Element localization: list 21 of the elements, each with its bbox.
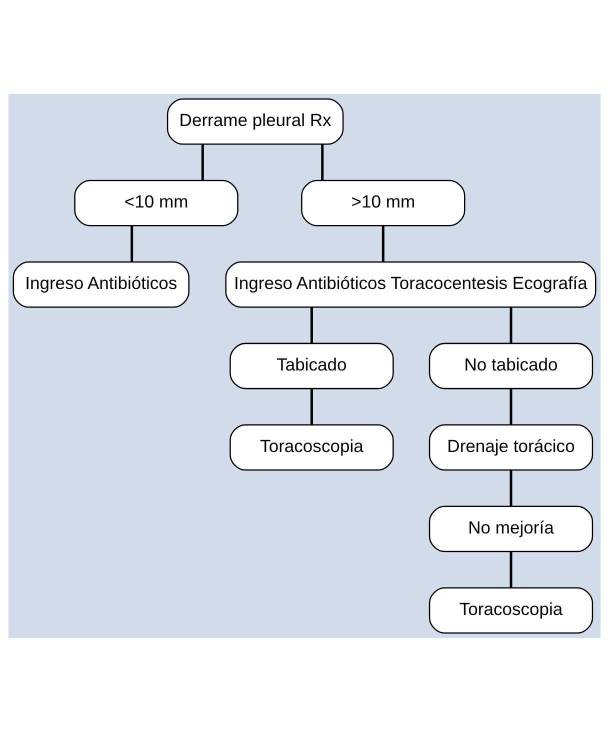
node-box: No tabicado — [428, 342, 594, 389]
node-box: Ingreso Antibióticos — [12, 260, 190, 308]
node-box: Derrame pleural Rx — [166, 98, 344, 144]
connector — [310, 388, 313, 424]
connector — [130, 225, 134, 262]
node-box: Tabicado — [230, 342, 394, 389]
connector — [310, 306, 313, 343]
node-box: No mejoría — [428, 505, 594, 552]
connector — [321, 144, 324, 180]
node-box: Drenaje torácico — [428, 424, 594, 470]
node-box: >10 mm — [301, 179, 466, 226]
connector — [382, 225, 384, 262]
connector — [201, 144, 204, 180]
node-box: Toracoscopia — [230, 424, 394, 470]
node-box: Ingreso Antibióticos Toracocentesis Ecografía — [225, 260, 596, 308]
connector — [510, 306, 512, 343]
node-box: Toracoscopia — [428, 586, 594, 634]
connector — [510, 388, 512, 424]
node-box: <10 mm — [74, 179, 238, 226]
connector — [510, 551, 512, 588]
connector — [510, 470, 512, 506]
